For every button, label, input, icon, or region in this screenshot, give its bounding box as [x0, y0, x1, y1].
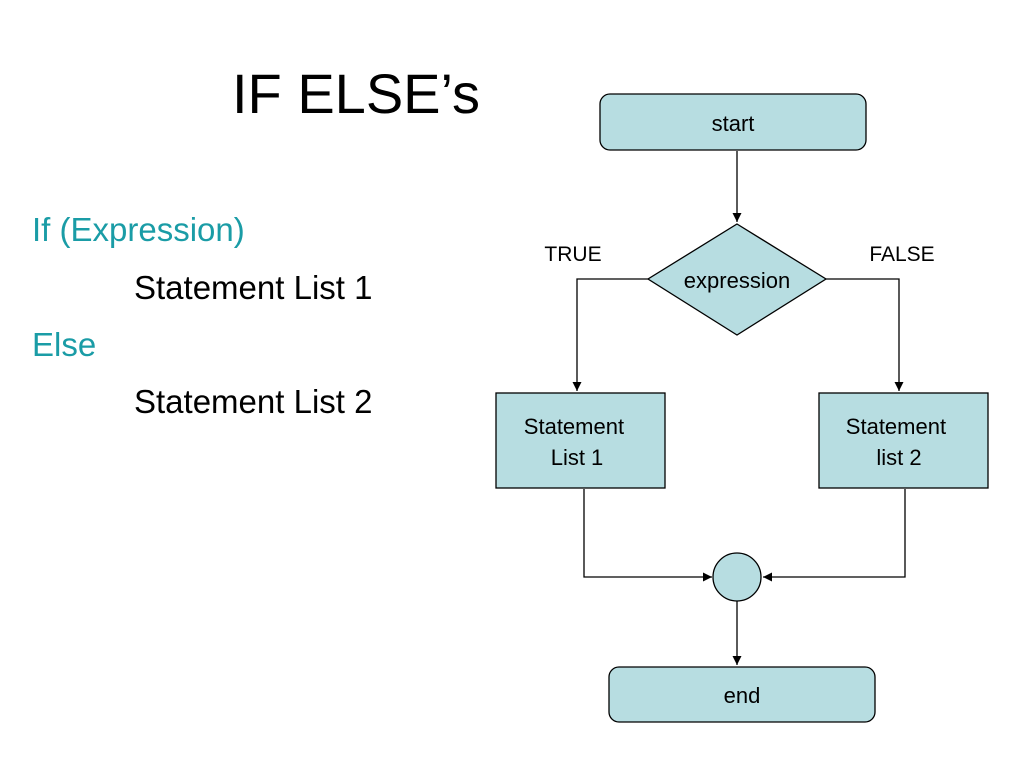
statement-list-2-box	[818, 392, 989, 489]
end-node-label: end	[724, 683, 761, 708]
connector-stmt1-merge	[583, 489, 712, 582]
expression-decision	[646, 223, 828, 336]
connector-false-branch	[826, 278, 904, 391]
code-statement-list-1: Statement List 1	[134, 269, 373, 306]
statement-list-1-label: Statement List 1	[524, 414, 630, 470]
end-node	[608, 666, 876, 723]
merge-node	[712, 552, 762, 602]
statement-list-2-line-2: list 2	[876, 445, 921, 470]
code-else-line: Else	[32, 326, 97, 363]
statement-list-1-line-2: List 1	[551, 445, 604, 470]
slide-title: IF ELSE’s	[232, 62, 480, 125]
start-node	[599, 93, 867, 151]
true-label: TRUE	[544, 243, 601, 266]
expression-decision-label: expression	[684, 268, 790, 293]
code-statement-list-2: Statement List 2	[134, 383, 373, 420]
statement-list-1-box	[495, 392, 666, 489]
connector-true-branch	[572, 278, 648, 391]
code-if-line: If (Expression)	[32, 211, 245, 248]
connector-stmt2-merge	[763, 489, 906, 582]
statement-list-2-line-1: Statement	[846, 414, 946, 439]
false-label: FALSE	[869, 243, 934, 266]
start-node-label: start	[712, 111, 755, 136]
statement-list-2-label: Statement list 2	[846, 414, 952, 470]
statement-list-1-line-1: Statement	[524, 414, 624, 439]
